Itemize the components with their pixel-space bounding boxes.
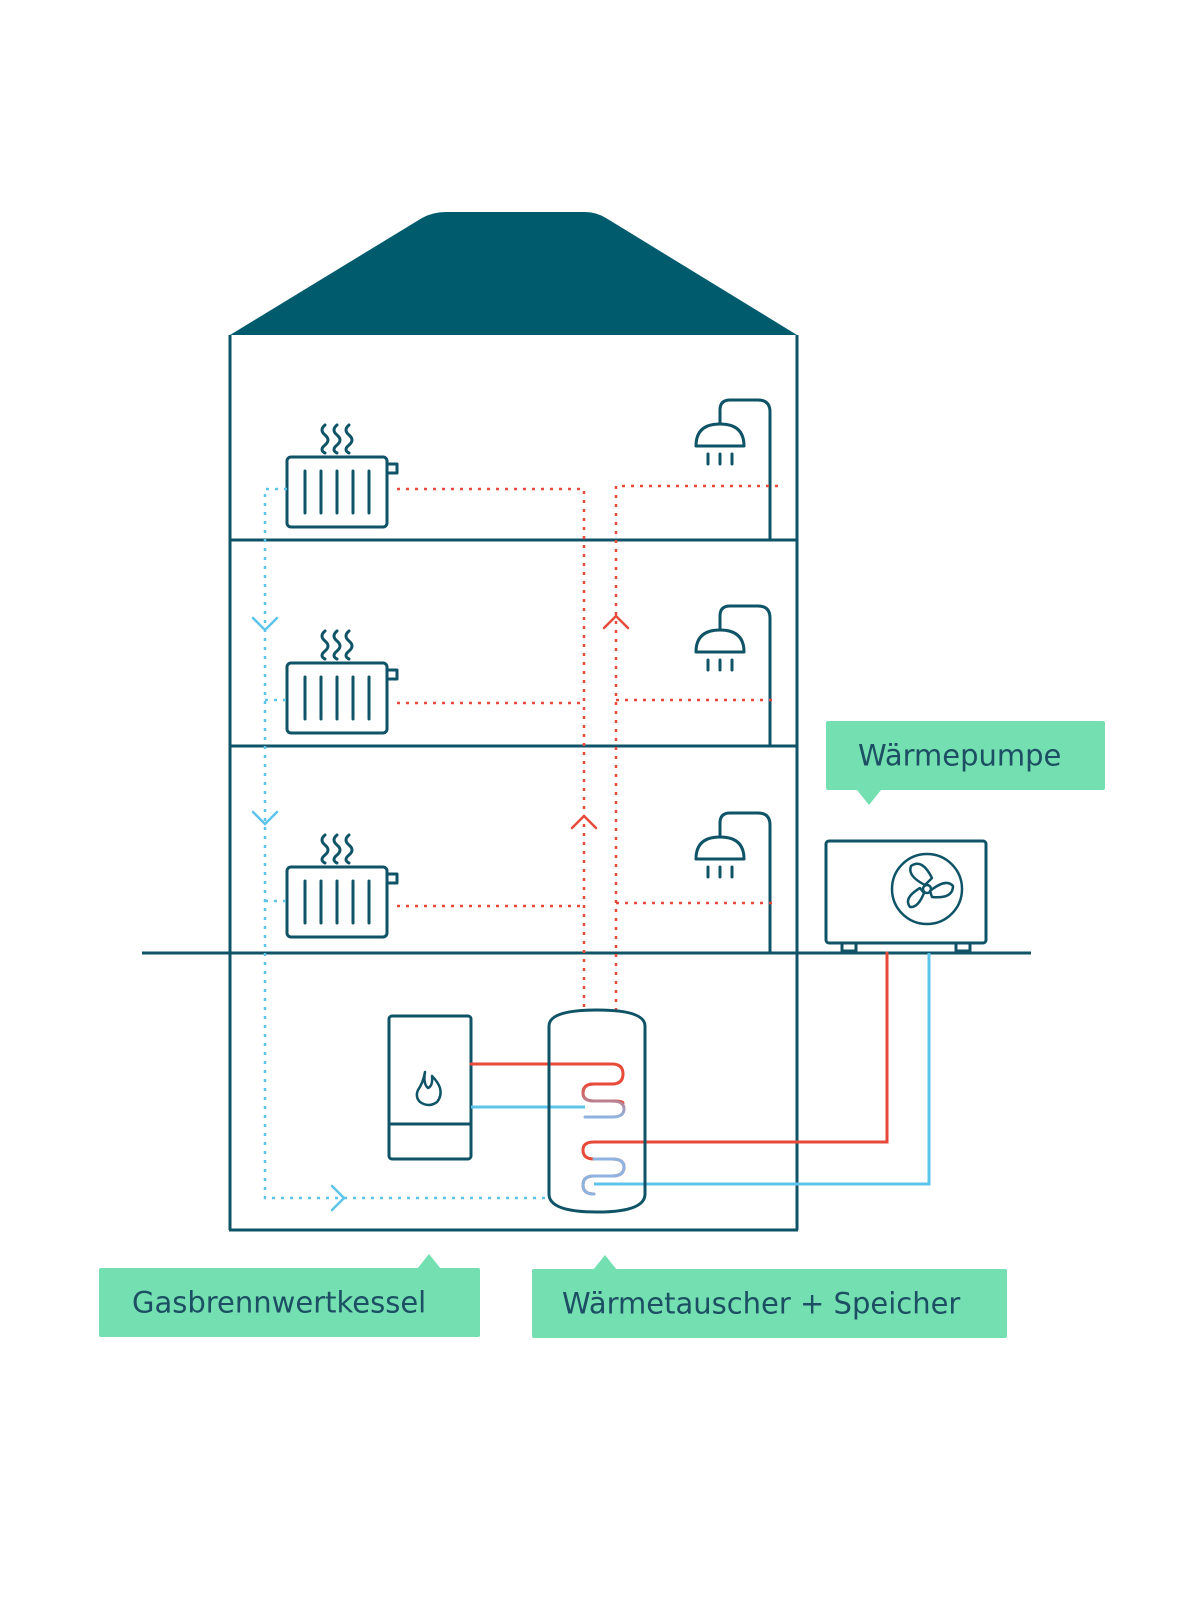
exchanger-storage-label: Wärmetauscher + Speicher	[562, 1286, 961, 1320]
shower-icon	[694, 604, 772, 748]
heat-pump-callout: Wärmepumpe	[826, 721, 1105, 790]
radiator-icon	[285, 833, 399, 939]
return-flow-lines	[263, 487, 545, 1200]
hot-water-flow-lines	[397, 484, 778, 1010]
radiator-icon	[285, 423, 399, 529]
heat-pump-callout-tail	[857, 790, 881, 805]
radiator-icon	[285, 629, 399, 735]
fan-icon	[890, 852, 964, 926]
heat-pump-coil	[581, 1157, 626, 1196]
gas-boiler	[387, 1014, 473, 1161]
flow-arrow-icon	[251, 616, 346, 1212]
shower-icon	[694, 398, 772, 542]
gas-boiler-callout: Gasbrennwertkessel	[99, 1268, 480, 1337]
building-outline	[228, 335, 799, 1232]
up-arrow-icon	[570, 614, 630, 830]
heat-pump-label: Wärmepumpe	[858, 738, 1062, 772]
heat-pump-return-pipe	[594, 953, 931, 1186]
boiler-coil	[581, 1082, 626, 1119]
exchanger-storage-callout-tail	[593, 1255, 617, 1270]
boiler-supply-pipe	[469, 1062, 625, 1105]
roof	[230, 212, 797, 335]
gas-boiler-label: Gasbrennwertkessel	[132, 1285, 427, 1319]
gas-boiler-callout-tail	[417, 1254, 441, 1269]
flame-icon	[415, 1070, 442, 1107]
storage-tank	[547, 1008, 647, 1214]
heat-pump-unit	[824, 839, 988, 953]
shower-icon	[694, 811, 772, 955]
exchanger-storage-callout: Wärmetauscher + Speicher	[532, 1269, 1007, 1338]
heat-pump-supply-pipe	[581, 951, 889, 1196]
